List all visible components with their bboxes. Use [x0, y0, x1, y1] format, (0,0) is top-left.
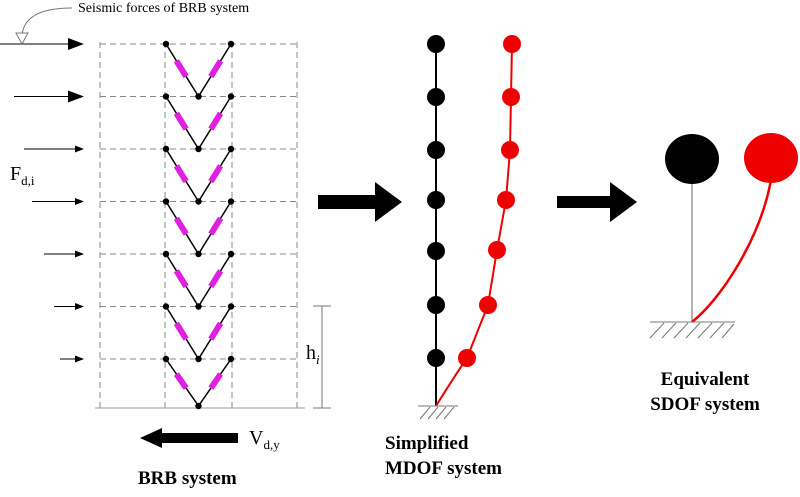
brb-core: [173, 111, 189, 131]
brb-core: [173, 216, 189, 236]
force-arrow-group: [0, 38, 84, 363]
force-arrowhead-icon: [75, 355, 84, 363]
force-symbol: F: [10, 163, 22, 185]
force-arrowhead-icon: [68, 90, 84, 103]
force-arrowhead-icon: [75, 145, 84, 153]
shear-subscript: d,y: [263, 437, 280, 452]
brb-core: [173, 164, 189, 184]
sdof-caption-line2: SDOF system: [650, 394, 760, 415]
mdof-mass-deformed: [458, 349, 476, 367]
mdof-caption-line1: Simplified: [385, 433, 469, 454]
force-arrowhead-icon: [75, 303, 84, 310]
brace-node: [162, 145, 170, 153]
mdof-mass-deformed: [503, 35, 521, 53]
brace-node: [195, 355, 202, 363]
brace-node: [162, 40, 170, 48]
brb-core: [208, 59, 224, 79]
brace-node: [227, 93, 235, 100]
seismic-forces-label: Seismic forces of BRB system: [78, 1, 250, 16]
brb-frame: [99, 42, 298, 408]
brb-core: [208, 321, 224, 341]
brace-node: [195, 303, 202, 310]
brace-node: [227, 303, 235, 310]
brb-core: [208, 111, 224, 131]
brb-core: [173, 269, 189, 289]
shear-label: Vd,y: [249, 428, 280, 451]
mdof-mass-undeformed: [427, 191, 445, 209]
height-subscript: i: [316, 352, 320, 367]
mdof-caption-line2: MDOF system: [385, 458, 502, 479]
mdof-mass-undeformed: [427, 349, 445, 367]
mdof-mass-deformed: [497, 191, 515, 209]
brace-node: [195, 250, 202, 258]
force-arrowhead-icon: [75, 250, 84, 258]
sdof-ground-hatch-icon: [649, 322, 735, 339]
callout-arrow-icon: [15, 32, 29, 46]
chevron-brace: [162, 40, 235, 100]
brace-node: [227, 145, 235, 153]
brace-node: [195, 93, 202, 100]
mdof-mass-deformed: [502, 88, 520, 106]
brb-core: [208, 216, 224, 236]
mdof-mass-undeformed: [427, 35, 445, 53]
brb-core: [173, 372, 189, 390]
force-arrowhead-icon: [75, 198, 84, 205]
brace-node: [227, 40, 235, 48]
height-symbol: h: [306, 342, 316, 364]
mdof-mass-undeformed: [427, 242, 445, 260]
brace-node: [162, 355, 170, 363]
mdof-deformed-column: [435, 43, 513, 407]
height-label: hi: [306, 343, 320, 366]
mdof-mass-undeformed: [427, 296, 445, 314]
sdof-model: [649, 133, 798, 339]
sdof-caption-line1: Equivalent: [660, 369, 750, 390]
base-shear-arrow-icon: [140, 428, 238, 448]
brace-node: [162, 198, 170, 205]
brace-node: [162, 303, 170, 310]
sdof-deformed-column: [691, 179, 773, 323]
mdof-mass-undeformed: [427, 141, 445, 159]
force-arrowhead-icon: [68, 38, 84, 50]
brb-core: [208, 269, 224, 289]
brb-core: [173, 321, 189, 341]
chevron-brace: [162, 198, 235, 258]
brb-core: [173, 59, 189, 79]
brace-node: [227, 198, 235, 205]
brace-node: [162, 250, 170, 258]
brb-system-caption: BRB system: [138, 468, 237, 489]
brace-node: [195, 402, 202, 410]
chevron-brace: [162, 93, 235, 153]
callout-leader: [21, 7, 73, 39]
chevron-brace: [162, 303, 235, 363]
brace-node: [162, 93, 170, 100]
floor-lines: [100, 43, 297, 360]
chevron-brace: [162, 250, 235, 310]
mdof-mass-deformed: [479, 296, 497, 314]
brace-node: [227, 250, 235, 258]
shear-symbol: V: [249, 427, 264, 449]
mdof-mass-deformed: [501, 141, 519, 159]
force-subscript: d,i: [21, 173, 35, 188]
brb-core: [208, 164, 224, 184]
transition-arrow-icon: [318, 182, 402, 222]
sdof-mass-deformed: [744, 133, 798, 183]
brace-node: [227, 355, 235, 363]
mdof-mass-deformed: [488, 241, 506, 259]
brace-group: [162, 40, 235, 410]
chevron-brace: [162, 355, 235, 410]
transition-arrow-icon: [557, 182, 637, 222]
mdof-masses: [427, 35, 521, 367]
mdof-mass-undeformed: [427, 88, 445, 106]
chevron-brace: [162, 145, 235, 205]
brace-node: [195, 198, 202, 205]
force-label: Fd,i: [10, 164, 35, 187]
height-dimension: [313, 305, 331, 409]
sdof-mass-undeformed: [665, 134, 719, 184]
mdof-model: [418, 35, 521, 420]
mdof-ground-hatch-icon: [419, 406, 455, 420]
brb-core: [208, 372, 224, 390]
brace-node: [195, 145, 202, 153]
